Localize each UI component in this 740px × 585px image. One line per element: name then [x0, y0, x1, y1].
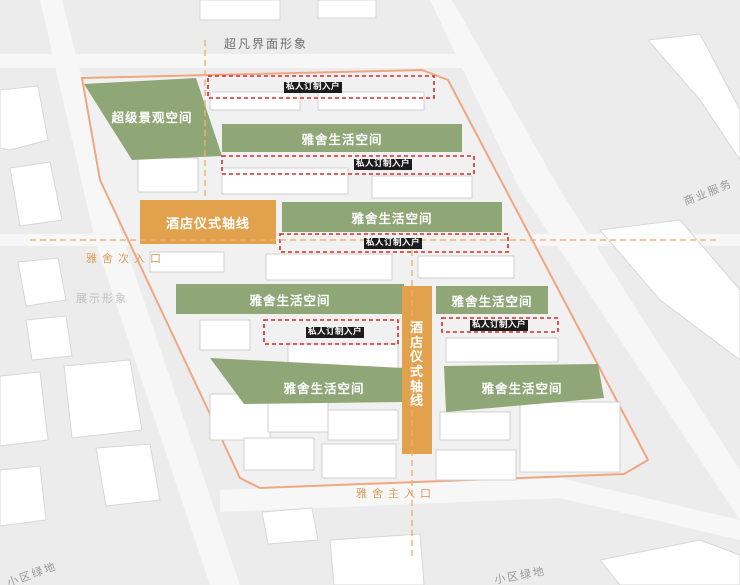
hotel-axis-char: 仪 [409, 350, 424, 366]
hotel-axis-label-horizontal: 酒店仪式轴线 [165, 216, 250, 232]
zone-living-3 [176, 284, 404, 314]
road-label-left: 展示形象 [76, 292, 128, 305]
right-diagonal-road [430, 0, 740, 520]
zone-label-living-5: 雅舍生活空间 [283, 380, 365, 396]
zone-label-living-1: 雅舍生活空间 [301, 131, 383, 147]
hotel-axis-char: 酒 [409, 321, 424, 337]
hotel-axis-char: 线 [409, 394, 424, 410]
hotel-axis-label-vertical: 酒 店 仪 式 轴 线 [402, 312, 432, 420]
road-label-south-entrance: 雅舍主入口 [356, 487, 436, 500]
zone-living-5 [210, 358, 404, 404]
zone-landscape [84, 78, 222, 160]
zone-label-living-2: 雅舍生活空间 [351, 210, 433, 226]
private-entry-label-4: 私人订制入户 [306, 327, 365, 338]
zone-living-1 [222, 124, 462, 152]
zone-living-2 [282, 202, 502, 232]
bottom-road [220, 478, 740, 540]
hotel-axis-horizontal [140, 200, 276, 244]
hotel-axis-char: 店 [409, 335, 424, 351]
hotel-axis-vertical [402, 286, 432, 454]
road-label-west-entrance: 雅舍次入口 [86, 252, 166, 265]
site-buildings [137, 91, 621, 481]
private-entry-label-5: 私人订制入户 [470, 320, 529, 331]
private-entry-label-2: 私人订制入户 [354, 159, 413, 170]
hotel-axis-char: 式 [409, 365, 424, 380]
hotel-axes [140, 200, 432, 454]
zone-label-landscape: 超级景观空间 [111, 109, 193, 125]
left-diagonal-road [40, 0, 240, 585]
zone-label-living-3: 雅舍生活空间 [249, 292, 331, 308]
private-entry-label-1: 私人订制入户 [284, 82, 343, 93]
private-entry-outlines [207, 75, 559, 345]
zone-living-6 [444, 364, 604, 412]
green-zones [84, 78, 604, 412]
zone-label-living-4: 雅舍生活空间 [451, 293, 533, 309]
zone-label-living-6: 雅舍生活空间 [481, 380, 563, 396]
road-label-top: 超凡界面形象 [224, 37, 309, 51]
top-road [0, 54, 480, 68]
zone-living-4 [436, 286, 548, 314]
hotel-axis-char: 轴 [409, 379, 424, 395]
private-entry-label-3: 私人订制入户 [364, 238, 423, 249]
